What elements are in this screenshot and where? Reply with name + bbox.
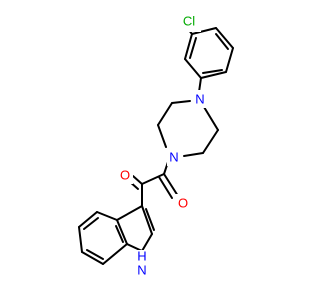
bond <box>116 219 128 245</box>
bond <box>115 225 124 243</box>
molecule-structure-canvas: Cl N N O O H N <box>78 13 234 278</box>
bond <box>102 243 128 265</box>
chlorine-atom-label: Cl <box>183 14 195 29</box>
bond <box>126 243 143 252</box>
piperazine-n-top-label: N <box>195 92 204 107</box>
bond <box>116 205 143 221</box>
piperazine-ring <box>157 100 219 157</box>
bond <box>203 106 219 131</box>
bond <box>158 176 173 199</box>
bond <box>202 69 223 74</box>
indole-nitrogen-hydrogen-label: H <box>137 249 146 264</box>
carbonyl-oxygen-left-label: O <box>120 168 130 183</box>
dicarbonyl-linker <box>128 173 179 207</box>
bond <box>83 217 99 230</box>
bond <box>202 129 219 154</box>
bond <box>163 173 179 197</box>
chlorophenyl-ring <box>184 27 234 79</box>
bond <box>78 226 83 253</box>
bond <box>141 233 153 252</box>
indole-system <box>78 205 155 265</box>
bond <box>191 27 217 35</box>
carbonyl-oxygen-right-label: O <box>178 196 188 211</box>
bond <box>225 47 234 73</box>
bond <box>86 249 104 260</box>
bond <box>200 71 227 79</box>
bond <box>81 251 104 265</box>
indole-nitrogen-label: N <box>137 263 146 278</box>
bond <box>215 27 234 49</box>
bond <box>184 33 193 60</box>
piperazine-n-bottom-label: N <box>169 150 178 165</box>
bond <box>171 100 191 104</box>
bond <box>183 152 204 157</box>
bond <box>198 77 202 93</box>
bond <box>184 58 202 79</box>
bond <box>215 33 229 50</box>
bond <box>132 175 143 185</box>
bond <box>189 37 197 59</box>
bond <box>96 211 118 221</box>
bond <box>145 208 155 231</box>
bond <box>157 124 167 148</box>
bond <box>157 102 173 126</box>
bond <box>78 211 98 228</box>
bond <box>141 173 165 185</box>
bond <box>141 205 153 235</box>
molecule-diagram: Cl N N O O H N <box>78 13 234 278</box>
